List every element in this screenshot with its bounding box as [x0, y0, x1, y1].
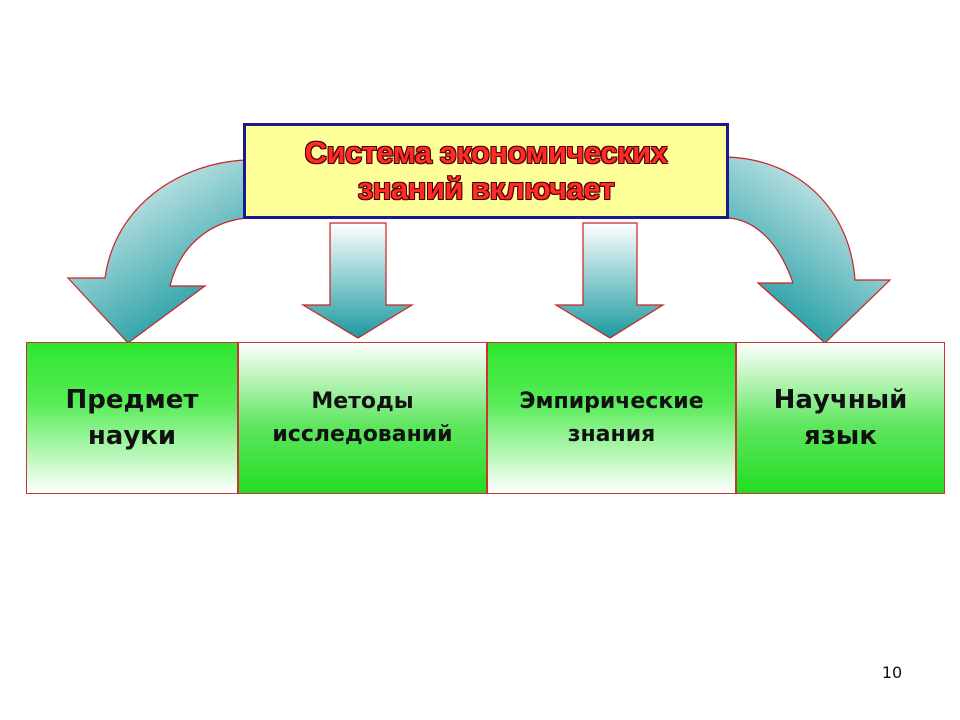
- curved-arrow-right: [727, 156, 892, 344]
- straight-arrow-methods: [300, 222, 415, 339]
- category-box-subject: Предмет науки: [26, 342, 238, 494]
- title-box: Система экономических знаний включает: [243, 123, 729, 219]
- curved-arrow-left: [66, 159, 247, 344]
- page-number: 10: [881, 663, 903, 682]
- category-box-empirical: Эмпирические знания: [487, 342, 736, 494]
- straight-arrow-empirical: [553, 222, 666, 339]
- diagram-title: Система экономических знаний включает: [304, 135, 668, 206]
- category-label-subject: Предмет науки: [65, 385, 199, 451]
- category-label-methods: Методы исследований: [272, 389, 453, 447]
- category-box-language: Научный язык: [736, 342, 945, 494]
- category-label-language: Научный язык: [773, 385, 908, 451]
- category-box-methods: Методы исследований: [238, 342, 487, 494]
- category-label-empirical: Эмпирические знания: [519, 389, 704, 447]
